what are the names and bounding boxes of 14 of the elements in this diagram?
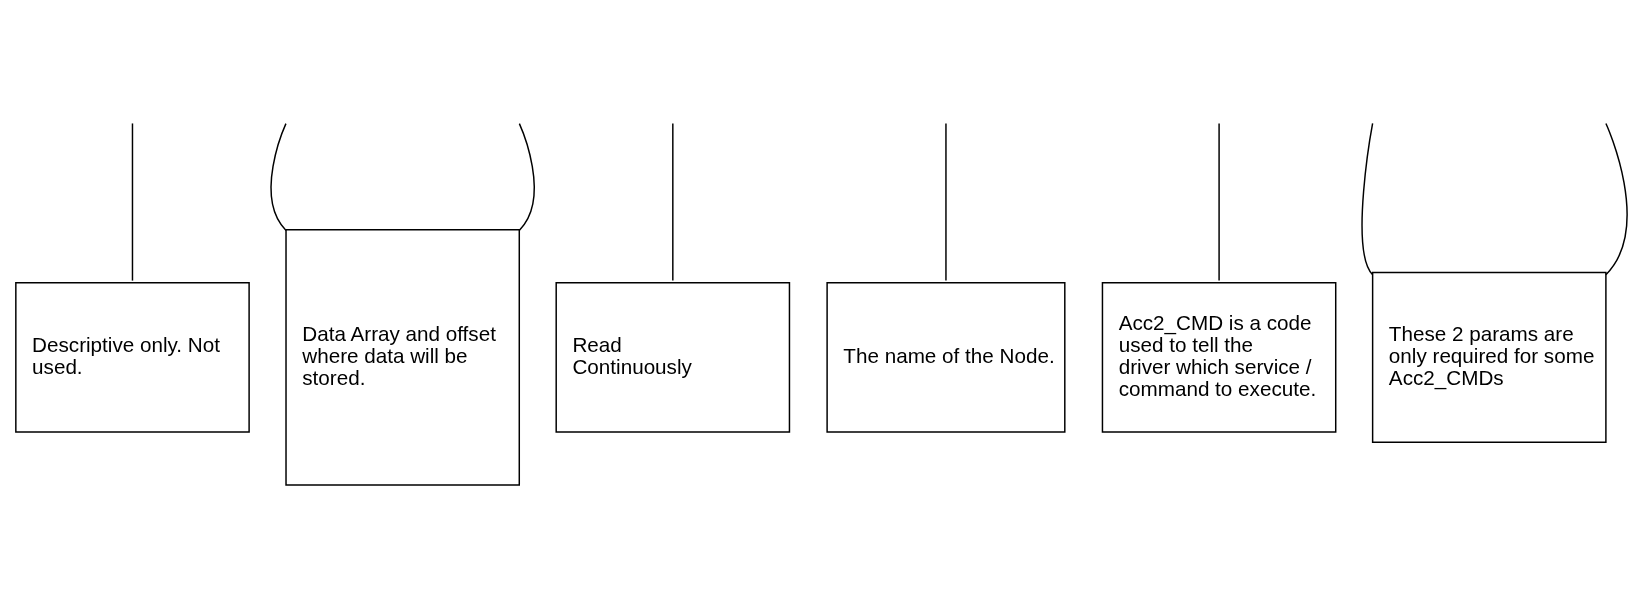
connector [1361,122,1374,276]
connector [518,122,535,232]
node-box: The name of the Node. [826,282,1066,433]
connector [270,122,287,232]
node-box: Data Array and offset where data will be stored. [285,228,520,486]
connector [1605,122,1628,276]
connector [131,122,134,282]
connector [945,122,947,282]
node-box: These 2 params are only required for some Acc2_CMDs [1371,271,1607,443]
connector [1218,122,1220,282]
node-box: Descriptive only. Not used. [15,282,250,433]
node-box: Acc2_CMD is a code used to tell the driver which service / command to execute. [1101,282,1337,433]
node-box: Read Continuously [555,282,791,433]
connector [672,122,674,282]
